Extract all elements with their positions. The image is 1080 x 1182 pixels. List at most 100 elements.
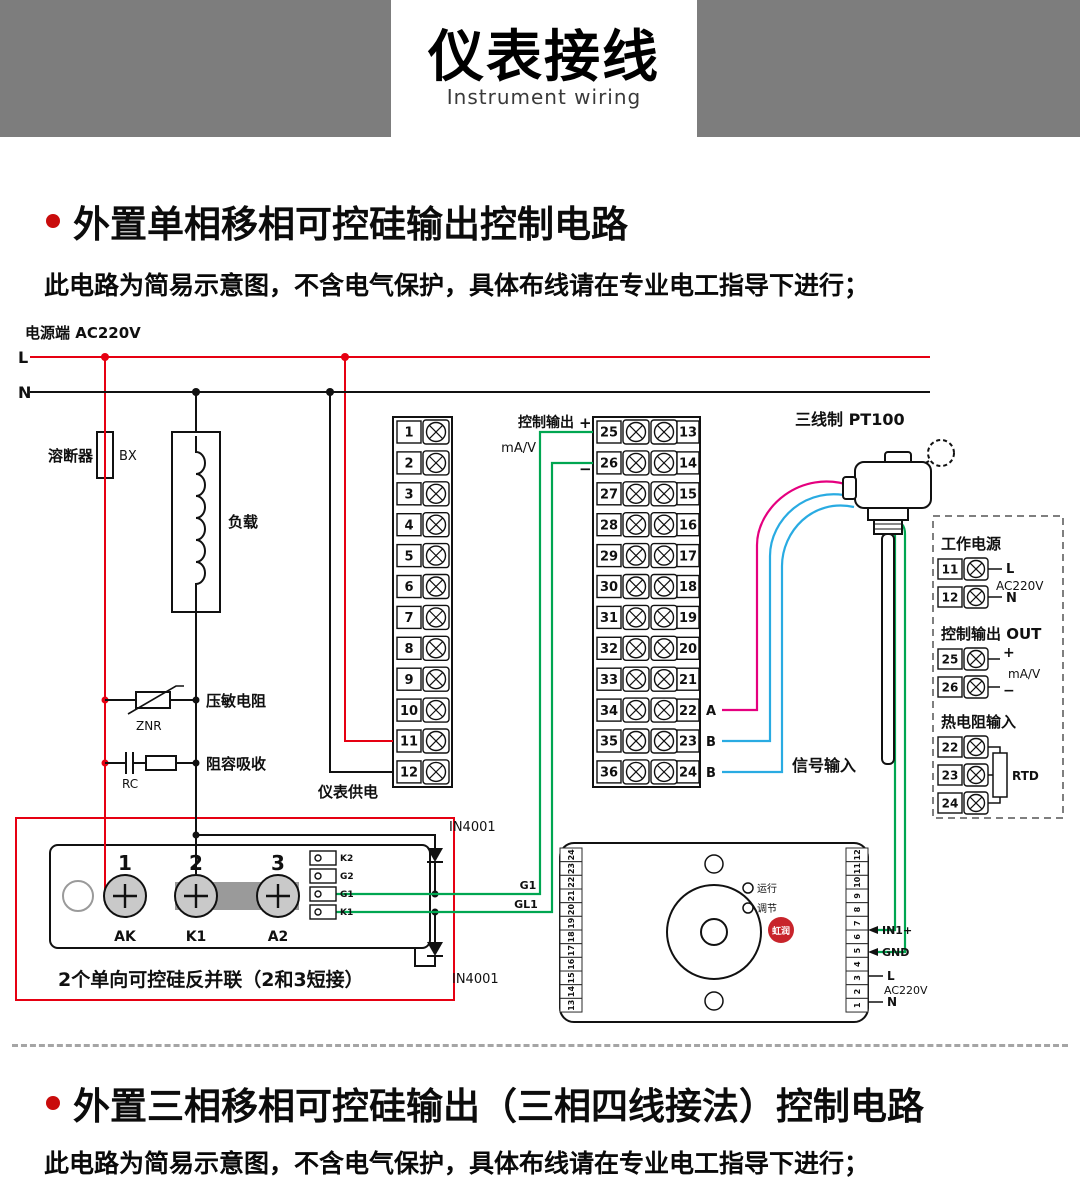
terminal-screw (622, 450, 650, 476)
terminal-number: 24 (679, 766, 697, 781)
terminal-number: 30 (600, 580, 618, 595)
scr-terminal-name: A2 (268, 929, 289, 945)
terminal-number: 11 (942, 562, 959, 576)
terminal-screw (963, 675, 989, 699)
terminal-screw (422, 759, 450, 785)
terminal-number: 25 (942, 652, 959, 666)
sensor-collar (867, 507, 909, 521)
terminal-number: 24 (942, 796, 959, 810)
terminal-screw (650, 604, 678, 631)
terminal-screw (650, 666, 678, 692)
brand-logo (768, 917, 794, 943)
terminal-number: 7 (404, 611, 413, 626)
inductor-coil (195, 436, 206, 612)
terminal-number: 12 (400, 766, 418, 781)
meter-terminal-number: 20 (567, 904, 576, 916)
terminal-screw (622, 481, 650, 507)
power-terminal-label: 电源端 AC220V (25, 324, 141, 342)
capacitor-plates (125, 752, 134, 774)
terminal-number: 35 (600, 735, 618, 750)
varistor-label: 压敏电阻 (206, 692, 266, 710)
terminal-number: 33 (600, 673, 618, 688)
terminal-number: 26 (600, 457, 618, 472)
terminal-number-box (596, 513, 622, 537)
terminal-number-box (596, 420, 622, 444)
legend-out-unit: mA/V (1008, 667, 1041, 681)
terminal-number-box (676, 760, 700, 784)
terminal-number: 21 (679, 673, 697, 688)
terminal-number: 32 (600, 642, 618, 657)
gate-terminal-box (309, 868, 337, 884)
scr-module-caption: 2个单向可控硅反并联（2和3短接） (58, 968, 364, 991)
terminal-number-box (396, 636, 422, 660)
terminal-screw (650, 573, 678, 600)
terminal-screw (963, 735, 989, 759)
terminal-number-box (396, 451, 422, 475)
meter-terminal-number: 19 (567, 917, 576, 929)
terminal-screw (650, 419, 678, 445)
main-terminal-strips: 1234567891011122526272829303132333435361… (396, 419, 700, 785)
section1-title-text: 外置单相移相可控硅输出控制电路 (73, 203, 628, 246)
terminal-number-box (596, 636, 622, 660)
gate-terminal-box (309, 904, 337, 920)
terminal-number-box (676, 543, 700, 568)
terminal-number: 18 (679, 580, 697, 595)
terminal-number-box (937, 736, 963, 758)
sensor-thread (873, 519, 903, 535)
gate2-label: GL1 (514, 898, 538, 911)
meter-terminal-number: 18 (567, 931, 576, 943)
control-output-minus: − (579, 460, 592, 478)
terminal-number: 23 (942, 768, 959, 782)
terminal-number-box (396, 760, 422, 784)
header-left-block (0, 0, 391, 137)
terminal-number: 27 (600, 487, 618, 502)
meter-terminal-number: 2 (853, 989, 862, 995)
legend-out-plus: + (1003, 645, 1015, 661)
sensor-connection-head (854, 461, 932, 509)
terminal-number: 16 (679, 518, 697, 533)
terminal-screw (422, 697, 450, 723)
terminal-number: 1 (404, 426, 413, 441)
terminal-screw (622, 635, 650, 661)
terminal-screw (963, 791, 989, 815)
terminal-screw (422, 635, 450, 661)
meter-in1-label: IN1+ (882, 924, 912, 937)
live-wires (15, 353, 930, 1001)
legend-power-voltage: AC220V (996, 579, 1044, 593)
meter-rear-body (559, 842, 869, 1023)
meter-terminal-number: 17 (567, 945, 576, 956)
neutral-wires (30, 388, 930, 967)
header-center: 仪表接线 Instrument wiring (391, 0, 697, 109)
diode1-branch (196, 834, 436, 894)
terminal-legend-panel (932, 515, 1064, 819)
meter-lead-lines (868, 926, 883, 1003)
meter-screw-top (704, 854, 724, 874)
rc-code: RC (122, 777, 138, 791)
load-label: 负载 (228, 513, 258, 531)
meter-shaft-hole (700, 918, 728, 946)
header-right-block (697, 0, 1080, 137)
terminal-number-box (396, 420, 422, 444)
terminal-number-box (676, 636, 700, 660)
terminal-number-box (676, 667, 700, 691)
terminal-strip-left-border (392, 416, 453, 788)
meter-terminal-number: 3 (853, 975, 862, 981)
gate-terminal-label: K2 (340, 854, 353, 864)
terminal-number-box (396, 667, 422, 691)
legend-out-minus: − (1003, 683, 1015, 699)
signal-input-label: 信号输入 (792, 756, 856, 775)
scr-terminal-name: AK (114, 929, 137, 945)
control-output-plus: + (579, 414, 592, 432)
legend-rtd-label: RTD (1012, 769, 1039, 783)
terminal-number: 36 (600, 766, 618, 781)
in1-arrow-icon (868, 926, 878, 934)
terminal-screw (963, 585, 989, 609)
terminal-number-box (396, 543, 422, 568)
scr-terminal-number: 2 (189, 851, 203, 875)
terminal-strip-right-border (592, 416, 701, 788)
bullet-icon (46, 214, 60, 228)
terminal-number-box (937, 764, 963, 786)
